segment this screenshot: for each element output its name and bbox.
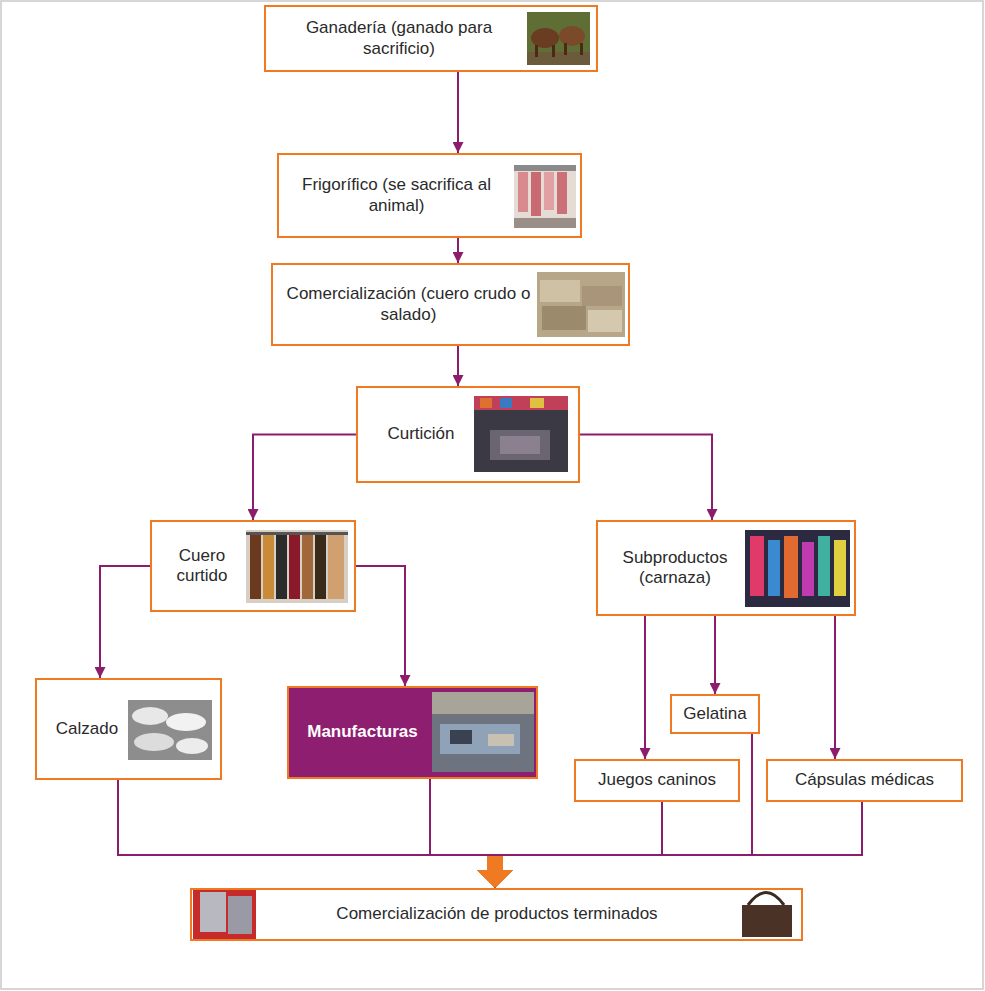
tannery-photo	[474, 396, 568, 472]
flow-arrow	[834, 616, 836, 759]
node-label: Juegos caninos	[579, 770, 735, 790]
flow-arrow	[714, 616, 716, 694]
flow-arrow	[253, 435, 356, 521]
box-fill	[287, 686, 538, 779]
flow-arrow	[457, 238, 459, 263]
node-label: Frigorífico (se sacrifica al animal)	[289, 175, 504, 216]
flow-arrow	[100, 566, 150, 678]
node-label: Comercialización de productos terminados	[262, 904, 732, 924]
merge-connector	[430, 779, 495, 888]
final-box: Comercialización de productos terminados	[190, 888, 803, 941]
flow-arrow	[457, 346, 459, 386]
leather-clothes-photo	[246, 530, 348, 603]
node-label: Gelatina	[675, 704, 755, 724]
finished-shoes-photo	[193, 890, 256, 940]
cattle-photo	[527, 12, 590, 65]
node-label: Subproductos (carnaza)	[604, 548, 746, 589]
flow-arrow	[580, 435, 712, 521]
flow-arrow	[457, 72, 459, 153]
workshop-photo	[432, 692, 534, 772]
meat-photo	[514, 165, 576, 228]
node-label: Calzado	[43, 719, 131, 739]
merge-connector	[118, 780, 495, 888]
node-label: Curtición	[366, 424, 476, 444]
product-box: Cuero curtido	[150, 520, 356, 612]
node-label: Ganadería (ganado para sacrificio)	[274, 18, 524, 59]
byproducts-photo	[745, 530, 850, 607]
product-box: Calzado	[35, 678, 222, 780]
product-box: Subproductos (carnaza)	[596, 520, 856, 616]
node-label: Comercialización (cuero crudo o salado)	[281, 284, 536, 325]
node-label: Cápsulas médicas	[771, 770, 958, 790]
process-box: Curtición	[356, 386, 580, 483]
flow-arrow	[644, 616, 646, 759]
product-box-highlight: Manufacturas	[287, 686, 538, 779]
node-label: Cuero curtido	[158, 546, 246, 587]
merge-connector	[495, 802, 662, 888]
process-box: Ganadería (ganado para sacrificio)	[264, 5, 598, 72]
merge-connector	[495, 734, 752, 888]
node-label: Manufacturas	[293, 722, 432, 742]
product-box: Gelatina	[670, 694, 760, 734]
process-box: Comercialización (cuero crudo o salado)	[271, 263, 630, 346]
hides-photo	[537, 272, 625, 337]
shoes-photo	[128, 700, 212, 760]
process-box: Frigorífico (se sacrifica al animal)	[277, 153, 582, 238]
product-box: Juegos caninos	[574, 759, 740, 802]
merge-connector	[495, 802, 862, 888]
product-box: Cápsulas médicas	[766, 759, 963, 802]
handbag-photo	[733, 888, 800, 940]
flow-arrow	[356, 566, 405, 686]
